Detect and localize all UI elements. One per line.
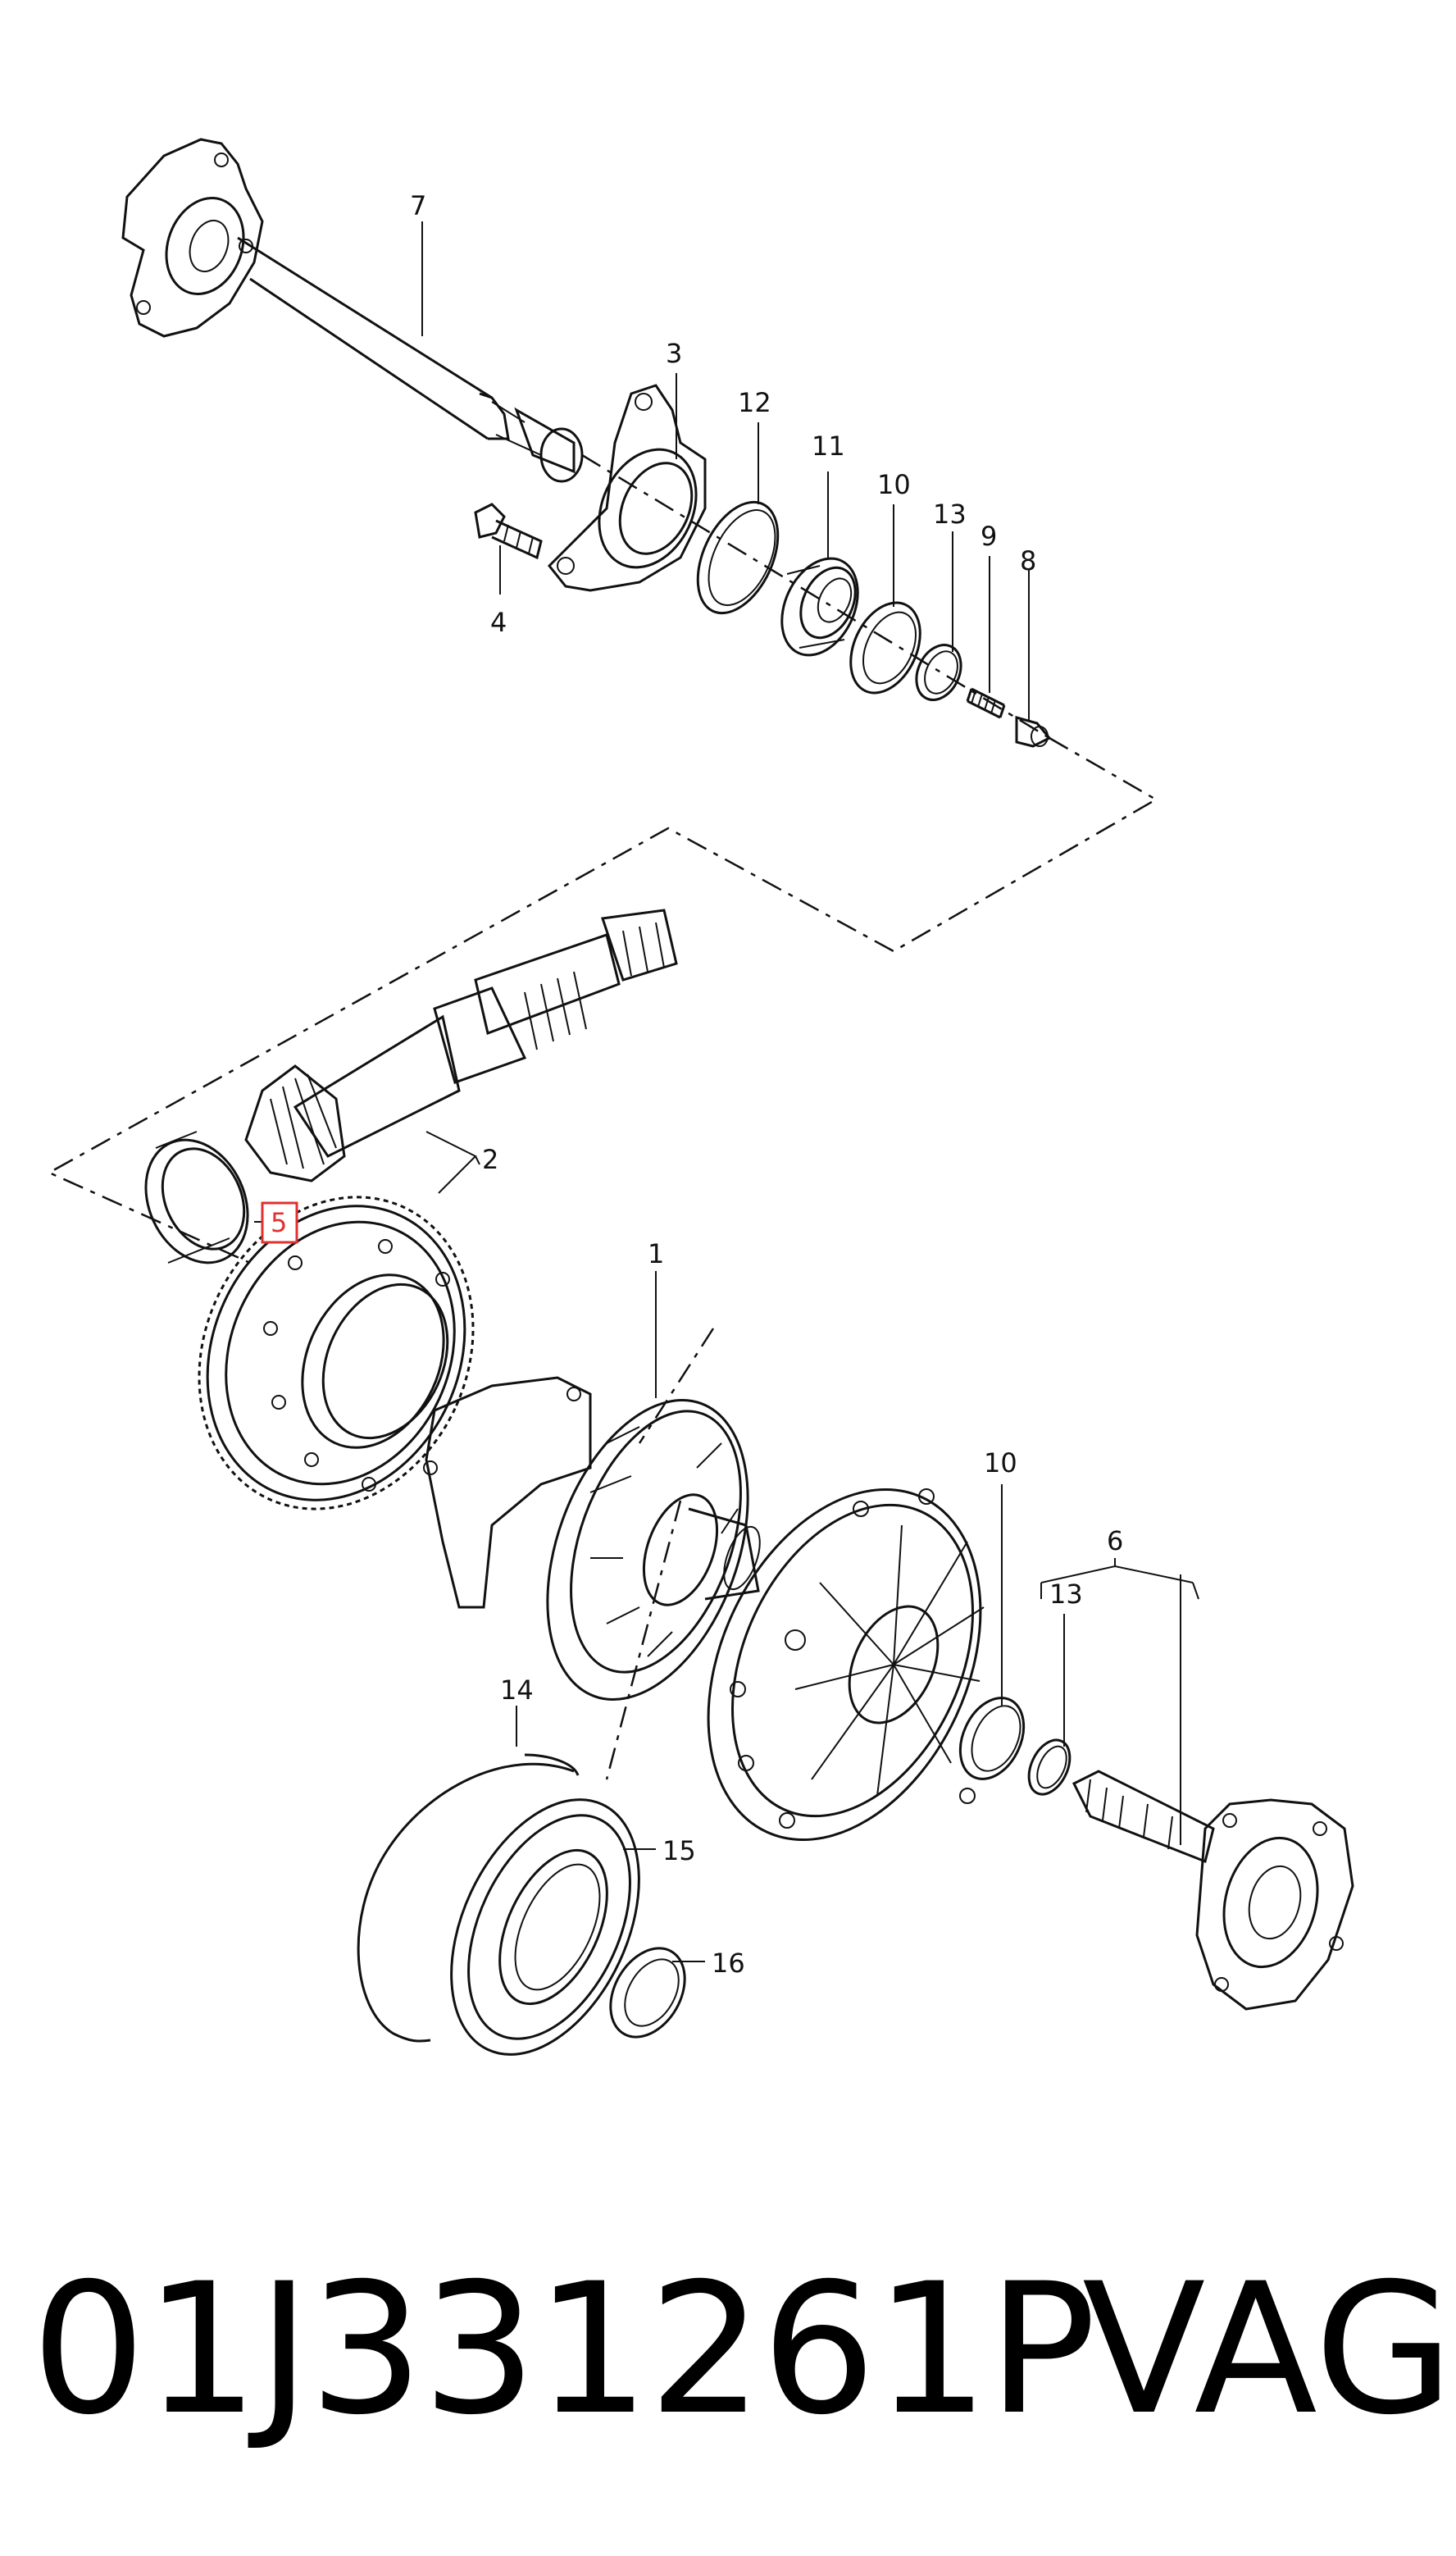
callout-16: 16: [712, 1948, 745, 1979]
leader-lines: [254, 221, 1199, 1962]
circlip-12: [696, 500, 780, 615]
callout-7: 7: [410, 190, 426, 221]
callout-14: 14: [500, 1674, 534, 1706]
differential-housing-1: [425, 1376, 761, 1701]
circlip-13-lower: [1027, 1738, 1072, 1796]
callout-10-upper: 10: [877, 469, 911, 500]
callout-13-upper: 13: [933, 499, 967, 530]
callout-3: 3: [666, 338, 682, 369]
ring-10-lower: [958, 1697, 1026, 1780]
crown-wheel: [198, 1196, 475, 1510]
callout-8: 8: [1020, 545, 1036, 576]
callout-11: 11: [812, 431, 845, 462]
callout-9: 9: [981, 521, 997, 552]
callout-1: 1: [648, 1238, 664, 1269]
ball-bearing-11: [780, 557, 859, 657]
brand-name: VAG: [1082, 2244, 1454, 2454]
callout-6: 6: [1107, 1525, 1123, 1556]
assembly-dashed-lines: [47, 453, 1158, 1780]
seal-16: [609, 1947, 686, 2039]
output-shaft-7: [121, 138, 584, 483]
callout-15: 15: [662, 1835, 696, 1866]
flanged-shaft-6: [1072, 1770, 1354, 2011]
housing-cover: [707, 1488, 985, 1842]
callout-12: 12: [738, 387, 771, 418]
bearing-housing-3: [547, 384, 707, 592]
ring-5: [144, 1131, 249, 1264]
callout-5: 5: [271, 1207, 287, 1238]
seal-ring-15: [450, 1798, 640, 2056]
part-footer: 01J331261P VAG: [0, 2247, 1456, 2452]
spring-9: [966, 687, 1006, 719]
callout-4: 4: [490, 607, 507, 638]
callout-labels: 7 3 12 11 10 13 9 8 4 2 5 1 10 6 13 14 1…: [261, 190, 1123, 1979]
ring-10-upper: [849, 601, 921, 695]
bolt-4: [474, 503, 543, 560]
callout-2: 2: [482, 1144, 498, 1175]
gasket-14: [357, 1753, 580, 2043]
part-number: 01J331261P: [31, 2244, 1096, 2454]
callout-5-highlight-box: [261, 1201, 298, 1244]
callout-13-lower: 13: [1049, 1579, 1083, 1610]
exploded-parts-diagram: 7 3 12 11 10 13 9 8 4 2 5 1 10 6 13 14 1…: [47, 138, 1354, 2056]
pinion-shaft-2: [244, 909, 678, 1182]
callout-10-lower: 10: [984, 1447, 1017, 1478]
